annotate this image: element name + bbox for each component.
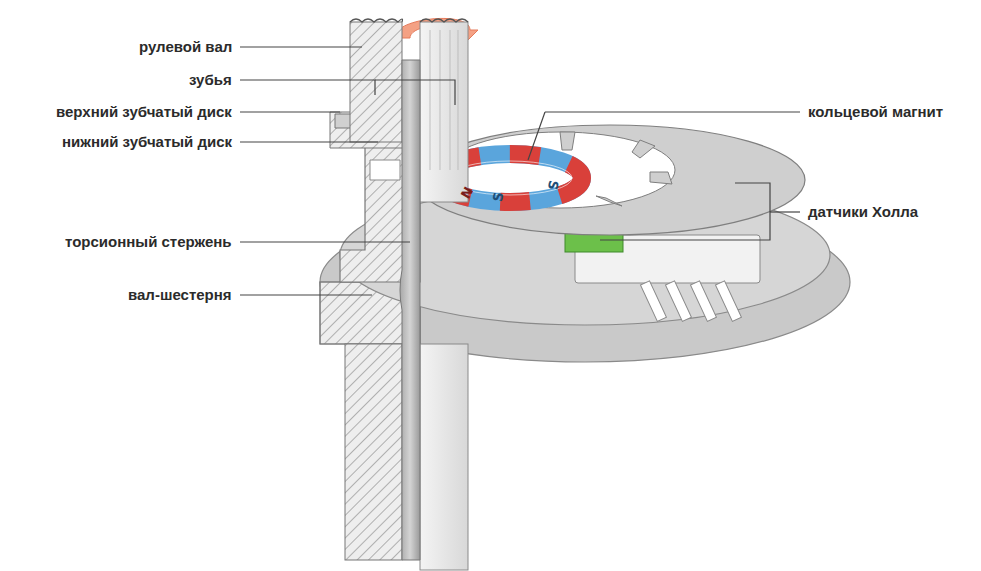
part-label: торсионный стержень: [65, 233, 232, 251]
leader-lines: [240, 47, 800, 295]
shaft-splines: [430, 30, 458, 170]
lower-disc-window: [370, 160, 400, 180]
part-label: нижний зубчатый диск: [62, 133, 232, 151]
part-label: зубья: [189, 71, 232, 89]
pinion-shaft-section: [345, 344, 402, 560]
part-label: верхний зубчатый диск: [56, 103, 232, 121]
torsion-bar: [400, 60, 420, 560]
pinion-shaft: [420, 344, 468, 570]
part-label: кольцевой магнит: [808, 103, 943, 121]
steering-shaft: [420, 22, 468, 202]
upper-toothed-disc: [415, 125, 805, 235]
part-label: вал-шестерня: [128, 286, 232, 304]
connector-pins: [640, 281, 741, 321]
steering-shaft-section: [350, 22, 402, 142]
part-label: рулевой вал: [139, 38, 232, 56]
part-label: датчики Холла: [808, 203, 918, 221]
